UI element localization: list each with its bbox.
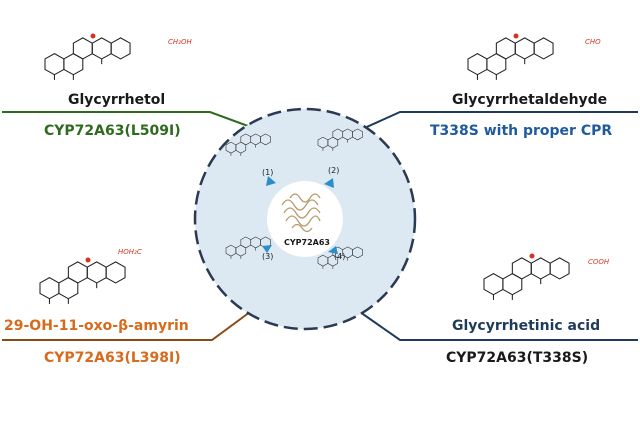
molecule-29-oh-11-oxo-beta-amyrin [39,261,126,305]
protein-structure-icon [281,193,321,233]
arrow-step-4 [328,246,338,254]
connector-top-left [2,111,249,127]
arrow-step-1 [266,176,276,186]
arrow-step-2 [324,178,334,188]
connector-bottom-right [359,311,638,341]
product-name-29-oh-11-oxo-beta-amyrin: 29-OH-11-oxo-β-amyrin [4,318,189,334]
functional-group-bottom-right: COOH [588,258,610,266]
step-label-4: (4) [334,252,346,261]
product-name-glycyrrhetinic-acid: Glycyrrhetinic acid [452,318,601,334]
functional-group-bottom-left: HOH₂C [118,248,142,256]
molecule-glycyrrhetaldehyde [467,37,554,81]
functional-group-top-right: CHO [585,38,601,46]
connector-top-right [359,111,638,131]
carbonyl-marks [85,33,535,263]
center-enzyme-label: CYP72A63 [284,238,330,247]
step-label-3: (3) [262,252,274,261]
molecule-glycyrrhetol [44,37,131,81]
product-name-glycyrrhetol: Glycyrrhetol [68,92,166,108]
enzyme-label-bottom-left: CYP72A63(L398I) [44,350,181,366]
connector-bottom-left [2,311,251,341]
enzyme-label-top-right: T338S with proper CPR [430,123,613,139]
enzyme-label-top-left: CYP72A63(L509I) [44,123,181,139]
arrow-step-3 [262,245,272,253]
step-label-1: (1) [262,168,274,177]
product-name-glycyrrhetaldehyde: Glycyrrhetaldehyde [452,92,608,108]
step-label-2: (2) [328,166,340,175]
functional-group-top-left: CH₂OH [168,38,192,46]
enzyme-label-bottom-right: CYP72A63(T338S) [446,350,589,366]
molecule-glycyrrhetinic-acid [483,257,570,301]
